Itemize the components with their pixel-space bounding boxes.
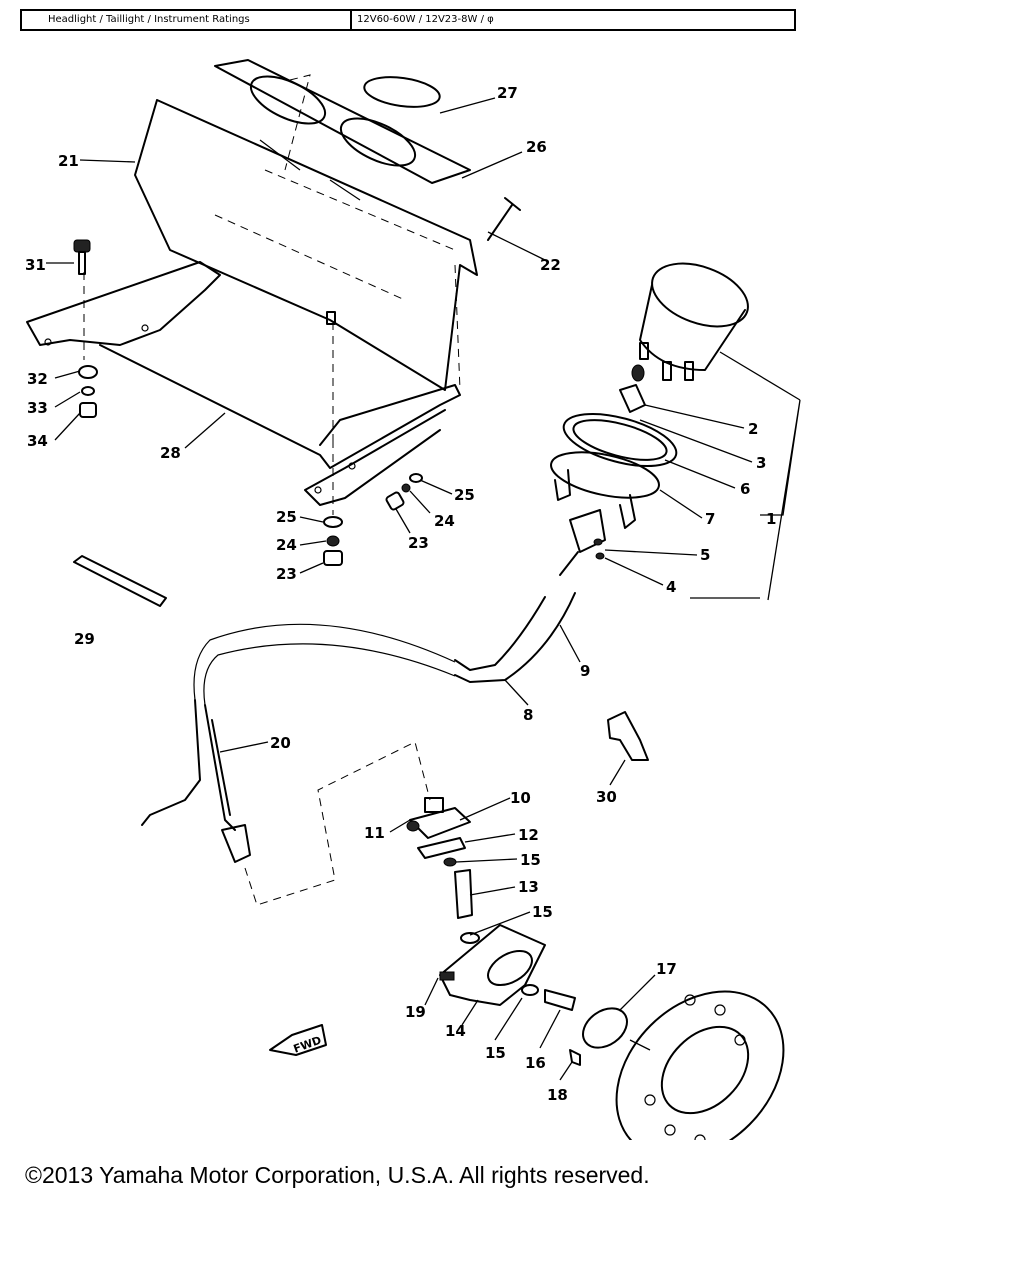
callout-11: 11	[364, 824, 385, 842]
lock-washer-33	[81, 386, 95, 396]
lock-washer-24-right	[401, 483, 411, 493]
callout-32: 32	[27, 370, 48, 388]
leader-lines	[46, 97, 801, 1081]
washer-25-right	[409, 473, 423, 483]
callout-14: 14	[445, 1022, 466, 1040]
callout-33: 33	[27, 399, 48, 417]
forward-label: FWD	[292, 1034, 323, 1056]
callout-15-bottom: 15	[485, 1044, 506, 1062]
ratings-header-table: Headlight / Taillight / Instrument Ratin…	[20, 9, 796, 31]
cable-clamp-30	[607, 711, 649, 761]
copyright-notice: ©2013 Yamaha Motor Corporation, U.S.A. A…	[25, 1162, 650, 1188]
callout-25-right: 25	[454, 486, 475, 504]
wheel-hub	[615, 990, 785, 1140]
callout-3: 3	[756, 454, 766, 472]
nut-23	[323, 550, 343, 566]
callout-7: 7	[705, 510, 715, 528]
callout-24-right: 24	[434, 512, 455, 530]
callout-5: 5	[700, 546, 710, 564]
meter-cover-plate	[214, 59, 471, 184]
callout-22: 22	[540, 256, 561, 274]
callout-9: 9	[580, 662, 590, 680]
meter-bracket	[26, 261, 461, 506]
ratings-value: 12V60-60W / 12V23-8W / φ	[357, 14, 494, 25]
callout-23-right: 23	[408, 534, 429, 552]
callout-30: 30	[596, 788, 617, 806]
callout-2: 2	[748, 420, 758, 438]
callout-26: 26	[526, 138, 547, 156]
forward-arrow: FWD	[269, 1024, 327, 1056]
meter-cables	[193, 592, 576, 706]
ratings-label: Headlight / Taillight / Instrument Ratin…	[22, 11, 352, 29]
callout-12: 12	[518, 826, 539, 844]
lock-washer-24	[326, 535, 340, 547]
callout-4: 4	[666, 578, 676, 596]
callout-31: 31	[25, 256, 46, 274]
callout-24: 24	[276, 536, 297, 554]
neutral-switch-20	[141, 699, 251, 863]
callout-8: 8	[523, 706, 533, 724]
speedometer-gear-group	[406, 797, 628, 1066]
meter-lens	[363, 76, 441, 108]
nut-23-right	[385, 491, 405, 511]
bulb-holder-29	[73, 555, 167, 607]
washer-25	[323, 516, 343, 528]
callout-28: 28	[160, 444, 181, 462]
callout-15-top: 15	[520, 851, 541, 869]
callout-15-mid: 15	[532, 903, 553, 921]
callout-21: 21	[58, 152, 79, 170]
bolt-31	[73, 239, 91, 275]
callout-29: 29	[74, 630, 95, 648]
callout-17: 17	[656, 960, 677, 978]
callout-10: 10	[510, 789, 531, 807]
exploded-parts-diagram: FWD	[25, 59, 801, 1140]
callout-6: 6	[740, 480, 750, 498]
callout-34: 34	[27, 432, 48, 450]
callout-1: 1	[766, 510, 776, 528]
meter-housing	[134, 99, 478, 391]
meter-assembly	[550, 262, 749, 576]
callout-27: 27	[497, 84, 518, 102]
callout-18: 18	[547, 1086, 568, 1104]
callout-20: 20	[270, 734, 291, 752]
callout-23: 23	[276, 565, 297, 583]
nut-34	[79, 402, 97, 418]
callout-19: 19	[405, 1003, 426, 1021]
callout-13: 13	[518, 878, 539, 896]
callout-25: 25	[276, 508, 297, 526]
washer-32	[78, 365, 98, 379]
callout-16: 16	[525, 1054, 546, 1072]
